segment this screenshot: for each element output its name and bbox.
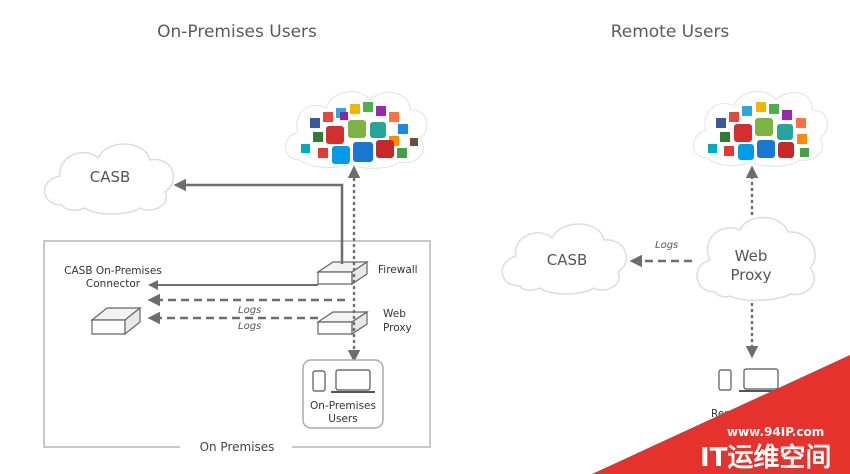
app-icon-grid-right xyxy=(708,102,809,160)
laptop-icon-right xyxy=(743,368,779,390)
watermark-url: www.94IP.com xyxy=(727,425,824,439)
web-proxy-label-left-2: Proxy xyxy=(383,322,412,334)
on-premises-box-label: On Premises xyxy=(200,440,275,454)
casb-cloud-right: CASB xyxy=(501,223,628,295)
on-premises-users-label-2: Users xyxy=(328,413,357,425)
phone-icon-right xyxy=(718,369,732,391)
casb-label-right: CASB xyxy=(547,251,588,269)
remote-users-devices xyxy=(718,368,783,392)
laptop-icon-left xyxy=(335,369,371,391)
logs-label-right: Logs xyxy=(655,240,678,251)
connector-label-2: Connector xyxy=(86,278,141,290)
phone-icon-left xyxy=(312,370,326,392)
web-proxy-label-left-1: Web xyxy=(383,308,406,320)
logs-label-1: Logs xyxy=(238,305,261,316)
watermark-triangle xyxy=(592,355,850,474)
logs-label-2: Logs xyxy=(238,321,261,332)
on-premises-users-box xyxy=(302,359,384,429)
casb-label-left: CASB xyxy=(90,168,131,186)
firewall-device xyxy=(316,260,369,286)
on-premises-boundary xyxy=(43,240,431,448)
app-cloud-left xyxy=(285,91,428,169)
app-cloud-right xyxy=(693,91,828,167)
web-proxy-device-left xyxy=(316,310,369,336)
connector-label-1: CASB On-Premises xyxy=(64,265,162,277)
watermark-name: IT运维空间 xyxy=(700,442,831,473)
casb-connector-device xyxy=(90,306,142,336)
web-proxy-cloud-right: Web Proxy xyxy=(696,216,816,302)
firewall-label: Firewall xyxy=(378,264,418,276)
heading-remote-users: Remote Users xyxy=(611,22,730,42)
app-icon-grid-left xyxy=(301,102,418,164)
on-premises-users-label-1: On-Premises xyxy=(310,400,376,412)
web-proxy-label-right-1: Web xyxy=(735,247,768,265)
web-proxy-label-right-2: Proxy xyxy=(730,266,771,284)
firewall-to-casb-arrow xyxy=(173,178,344,264)
heading-on-premises-users: On-Premises Users xyxy=(157,22,317,42)
watermark: www.94IP.com IT运维空间 xyxy=(592,355,850,474)
casb-cloud-left: CASB xyxy=(43,143,175,215)
